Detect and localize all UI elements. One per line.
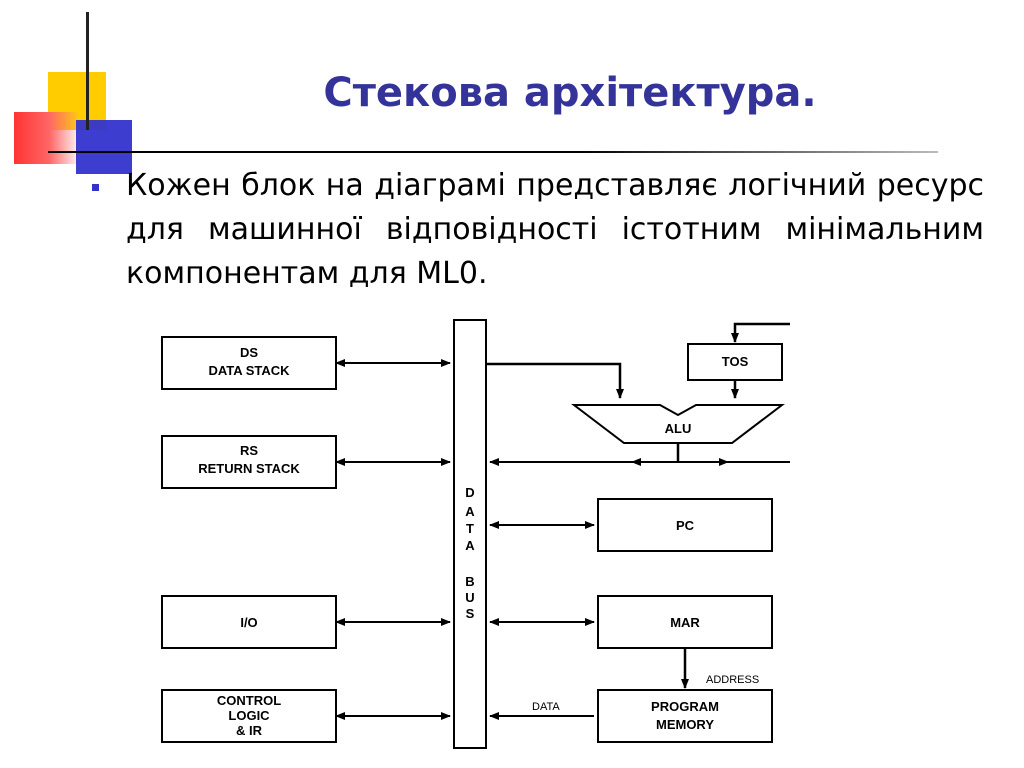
feedback-to-tos-arrow — [731, 322, 790, 343]
data-bus-letter-2: A — [465, 504, 475, 519]
data-bus-letter-4: A — [465, 538, 475, 553]
io-block: I/O — [161, 595, 337, 649]
tos-block: TOS — [687, 343, 783, 381]
alu-block: ALU — [571, 404, 785, 444]
pc-label: PC — [676, 518, 695, 533]
pc-block: PC — [597, 498, 773, 552]
bus-to-alu-arrow — [486, 362, 624, 399]
return-stack-block: RS RETURN STACK — [161, 435, 337, 489]
program-memory-label-2: MEMORY — [656, 717, 714, 732]
mar-block: MAR — [597, 595, 773, 649]
title-underline — [48, 151, 938, 153]
decorative-vertical-line — [86, 12, 89, 130]
data-stack-block: DS DATA STACK — [161, 336, 337, 390]
data-bus-letter-7: S — [466, 606, 475, 621]
data-label: DATA — [532, 701, 560, 713]
tos-label: TOS — [722, 354, 749, 369]
stack-architecture-diagram: DS DATA STACK RS RETURN STACK I/O CONTRO… — [161, 319, 790, 749]
address-label: ADDRESS — [706, 674, 759, 686]
data-bus: D A T A B U S — [453, 319, 487, 749]
return-stack-label-2: RETURN STACK — [198, 461, 300, 476]
control-logic-label-2: LOGIC — [228, 708, 270, 723]
decorative-blue-square — [76, 120, 132, 174]
alu-label: ALU — [665, 421, 692, 436]
data-bus-letter-1: D — [465, 485, 474, 500]
io-label: I/O — [240, 615, 257, 630]
data-bus-letter-5: B — [465, 574, 474, 589]
data-bus-letter-3: T — [466, 521, 474, 536]
decorative-red-square — [14, 112, 78, 164]
data-bus-letter-6: U — [465, 590, 474, 605]
bullet-text: Кожен блок на діаграмі представляє логіч… — [126, 168, 984, 291]
data-stack-label-2: DATA STACK — [208, 363, 290, 378]
return-stack-label-1: RS — [240, 443, 258, 458]
slide-title: Стекова архітектура. — [323, 70, 817, 116]
control-logic-label-3: & IR — [236, 723, 263, 738]
program-memory-block: PROGRAM MEMORY — [597, 689, 773, 743]
data-stack-label-1: DS — [240, 345, 258, 360]
bullet-marker-icon — [92, 184, 99, 191]
control-logic-label-1: CONTROL — [217, 693, 281, 708]
program-memory-label-1: PROGRAM — [651, 699, 719, 714]
mar-label: MAR — [670, 615, 700, 630]
control-logic-block: CONTROL LOGIC & IR — [161, 689, 337, 743]
